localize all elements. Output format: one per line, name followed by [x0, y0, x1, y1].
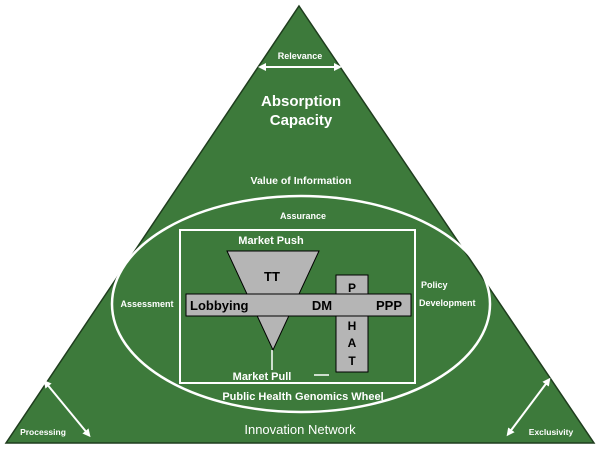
innovation-network-label: Innovation Network: [244, 422, 356, 437]
phat-letter-t: T: [348, 354, 356, 368]
ppp-label: PPP: [376, 298, 402, 313]
exclusivity-arrow: [506, 377, 551, 437]
market-pull-label: Market Pull: [233, 371, 292, 383]
exclusivity-label: Exclusivity: [529, 427, 574, 437]
policy-label: Policy: [421, 280, 448, 290]
development-label: Development: [419, 298, 476, 308]
phat-letter-p: P: [348, 281, 356, 295]
phat-letter-a: A: [348, 336, 357, 350]
phat-letter-h: H: [348, 319, 357, 333]
value-of-information-label: Value of Information: [251, 175, 352, 187]
phat-bar: [335, 274, 369, 373]
relevance-label: Relevance: [278, 51, 323, 61]
assessment-label: Assessment: [120, 299, 173, 309]
dm-label: DM: [312, 298, 332, 313]
assurance-label: Assurance: [280, 211, 326, 221]
wheel-ellipse: [110, 194, 492, 414]
lobbying-label: Lobbying: [190, 298, 249, 313]
tt-label: TT: [264, 269, 280, 284]
title-line-2: Capacity: [270, 112, 333, 129]
inner-rectangle: [179, 229, 416, 384]
market-push-label: Market Push: [238, 235, 304, 247]
processing-arrow: [43, 379, 91, 438]
wheel-label: Public Health Genomics Wheel: [222, 391, 383, 403]
horizontal-bar: [185, 293, 412, 317]
outer-triangle: [4, 4, 596, 444]
title-line-1: Absorption: [261, 93, 341, 110]
processing-label: Processing: [20, 427, 66, 437]
